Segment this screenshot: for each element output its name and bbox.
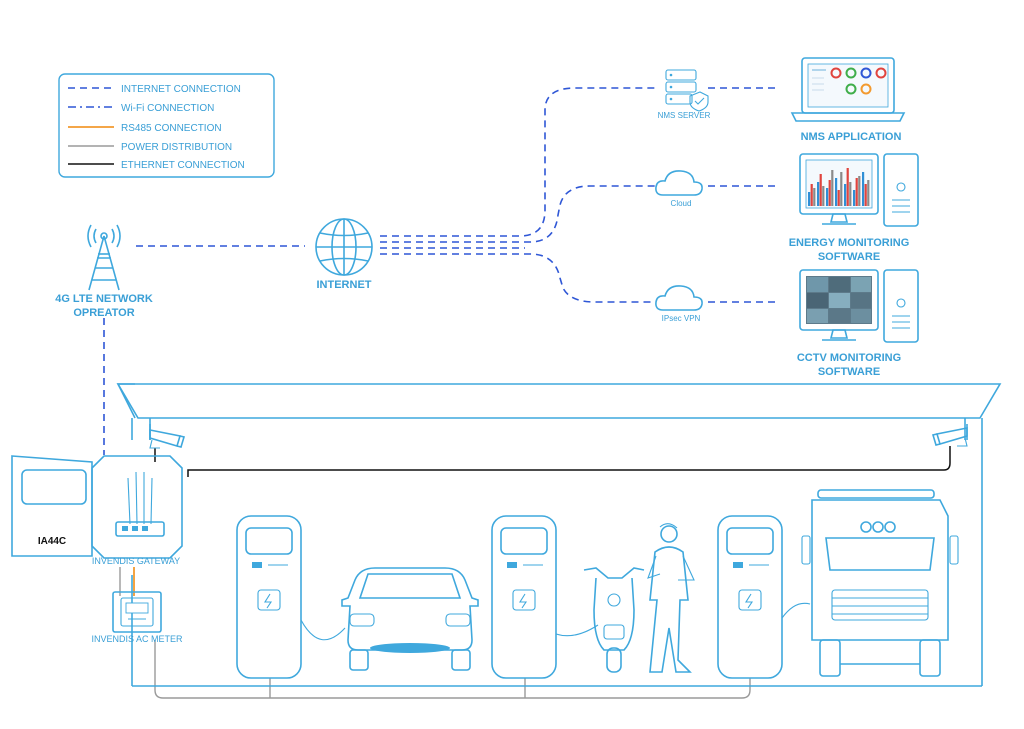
energy-bar xyxy=(846,168,849,206)
energy-bar xyxy=(831,170,834,206)
cell-tower-icon xyxy=(87,224,121,291)
power-distribution-bus xyxy=(154,640,751,699)
energy-bar xyxy=(819,174,822,206)
laptop-icon xyxy=(790,57,906,122)
camera-ethernet-link xyxy=(187,446,951,477)
energy-bar xyxy=(853,190,856,206)
ev-charger-1 xyxy=(236,515,346,679)
energy-bar xyxy=(862,172,865,206)
energy-bar xyxy=(855,178,858,206)
energy-bar xyxy=(810,184,813,206)
nms-dial xyxy=(860,83,872,95)
internet-label: INTERNET xyxy=(317,279,372,291)
ev-charger-2 xyxy=(491,515,599,679)
legend-box xyxy=(58,73,275,178)
cloud-icon xyxy=(655,170,703,196)
energy-bar xyxy=(828,180,831,206)
vpn-cloud-icon xyxy=(655,285,703,311)
nms-dial xyxy=(845,83,857,95)
legend-internet-label: INTERNET CONNECTION xyxy=(121,84,241,95)
cabinet-icon xyxy=(11,455,93,557)
energy-bar xyxy=(822,186,825,206)
energy-bar xyxy=(813,188,816,206)
energy-bar xyxy=(808,192,811,206)
legend-rs485-label: RS485 CONNECTION xyxy=(121,123,222,134)
internet-cloud-link xyxy=(380,185,655,243)
truck-icon xyxy=(801,489,959,677)
cctv-camera-right-icon xyxy=(931,424,968,447)
energy-bar xyxy=(844,184,847,206)
nms-dial xyxy=(860,67,872,79)
ac-meter-icon xyxy=(112,591,162,633)
cabinet-label: IA44C xyxy=(38,536,66,547)
internet-vpn-link xyxy=(380,253,655,303)
legend-wifi-label: Wi-Fi CONNECTION xyxy=(121,103,214,114)
energy-bar xyxy=(835,178,838,206)
energy-bar xyxy=(864,184,867,206)
nms-dial xyxy=(845,67,857,79)
server-icon xyxy=(665,69,709,112)
energy-bar xyxy=(817,182,820,206)
energy-bar xyxy=(858,176,861,206)
cctv-label-line1: CCTV MONITORING xyxy=(797,352,901,364)
nms-dial xyxy=(875,67,887,79)
connections xyxy=(103,87,951,699)
energy-monitor-icon xyxy=(799,153,919,227)
ev-charger-3 xyxy=(717,515,811,679)
globe-icon xyxy=(315,218,373,276)
energy-bar xyxy=(849,182,852,206)
cctv-monitor-icon xyxy=(799,269,919,343)
charging-station-building xyxy=(116,383,1002,687)
nms-dial xyxy=(830,67,842,79)
legend: INTERNET CONNECTION Wi-Fi CONNECTION RS4… xyxy=(58,73,275,178)
nms-dials xyxy=(830,67,887,95)
gateway-icon xyxy=(91,455,183,559)
vpn-label: IPsec VPN xyxy=(662,314,701,323)
legend-ethernet-label: ETHERNET CONNECTION xyxy=(121,160,245,171)
energy-label-line1: ENERGY MONITORING xyxy=(789,237,910,249)
cctv-camera-left-icon xyxy=(149,424,186,449)
energy-bar xyxy=(837,190,840,206)
energy-chart-bars xyxy=(808,168,870,206)
nms-server-label: NMS SERVER xyxy=(658,111,711,120)
energy-label-line2: SOFTWARE xyxy=(818,251,880,263)
scooter-icon xyxy=(583,567,645,673)
cctv-label-line2: SOFTWARE xyxy=(818,366,880,378)
nms-app-label: NMS APPLICATION xyxy=(801,131,902,143)
car-icon xyxy=(341,567,479,671)
person-icon xyxy=(647,523,695,673)
internet-nms-server-link xyxy=(380,87,655,237)
energy-bar xyxy=(826,188,829,206)
tower-label-line1: 4G LTE NETWORK xyxy=(55,293,153,305)
meter-label: INVENDIS AC METER xyxy=(91,634,183,644)
energy-bar xyxy=(867,180,870,206)
gateway-label: INVENDIS GATEWAY xyxy=(92,556,180,566)
legend-power-label: POWER DISTRIBUTION xyxy=(121,142,232,153)
cloud-label: Cloud xyxy=(671,199,692,208)
tower-label-line2: OPREATOR xyxy=(73,307,134,319)
energy-bar xyxy=(840,172,843,206)
